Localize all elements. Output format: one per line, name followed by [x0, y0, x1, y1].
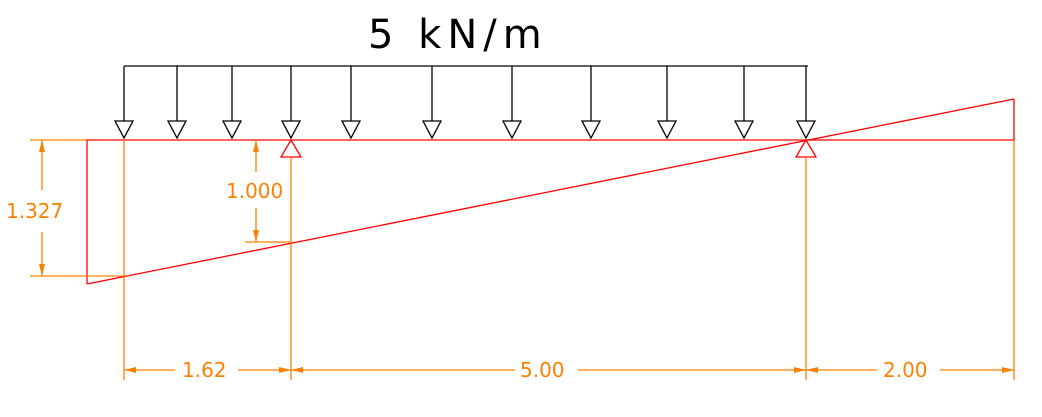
dim-arrow — [39, 264, 45, 276]
span-label-main: 5.00 — [520, 358, 565, 382]
load-arrow-head-icon — [795, 120, 817, 140]
load-arrow-head-icon — [113, 120, 135, 140]
dim-arrow — [279, 367, 291, 373]
load-arrows — [113, 66, 817, 140]
load-arrow-head-icon — [221, 120, 243, 140]
load-arrow-head-icon — [656, 120, 678, 140]
dim-arrow — [253, 140, 259, 152]
span-label-right: 2.00 — [883, 358, 928, 382]
load-arrow-head-icon — [580, 120, 602, 140]
span-label-left: 1.62 — [182, 358, 227, 382]
dimension-lines — [30, 139, 1015, 380]
load-label: 5 kN/m — [368, 12, 548, 58]
load-arrow-head-icon — [421, 120, 443, 140]
dim-arrow — [253, 230, 259, 242]
ordinate-label-support: 1.000 — [226, 179, 283, 203]
distributed-load — [113, 65, 817, 140]
dim-arrow — [1002, 367, 1014, 373]
load-arrow-head-icon — [280, 120, 302, 140]
dim-arrow — [794, 367, 806, 373]
dim-arrow — [124, 367, 136, 373]
load-arrow-head-icon — [340, 120, 362, 140]
load-arrow-head-icon — [166, 120, 188, 140]
influence-sloped-line — [86, 98, 1015, 285]
load-arrow-head-icon — [733, 120, 755, 140]
ordinate-label-left: 1.327 — [6, 199, 63, 223]
dim-arrow — [806, 367, 818, 373]
influence-line — [86, 98, 1015, 285]
dim-arrow — [39, 140, 45, 152]
load-arrow-head-icon — [501, 120, 523, 140]
dim-arrow — [291, 367, 303, 373]
pin-support-left — [279, 138, 303, 158]
